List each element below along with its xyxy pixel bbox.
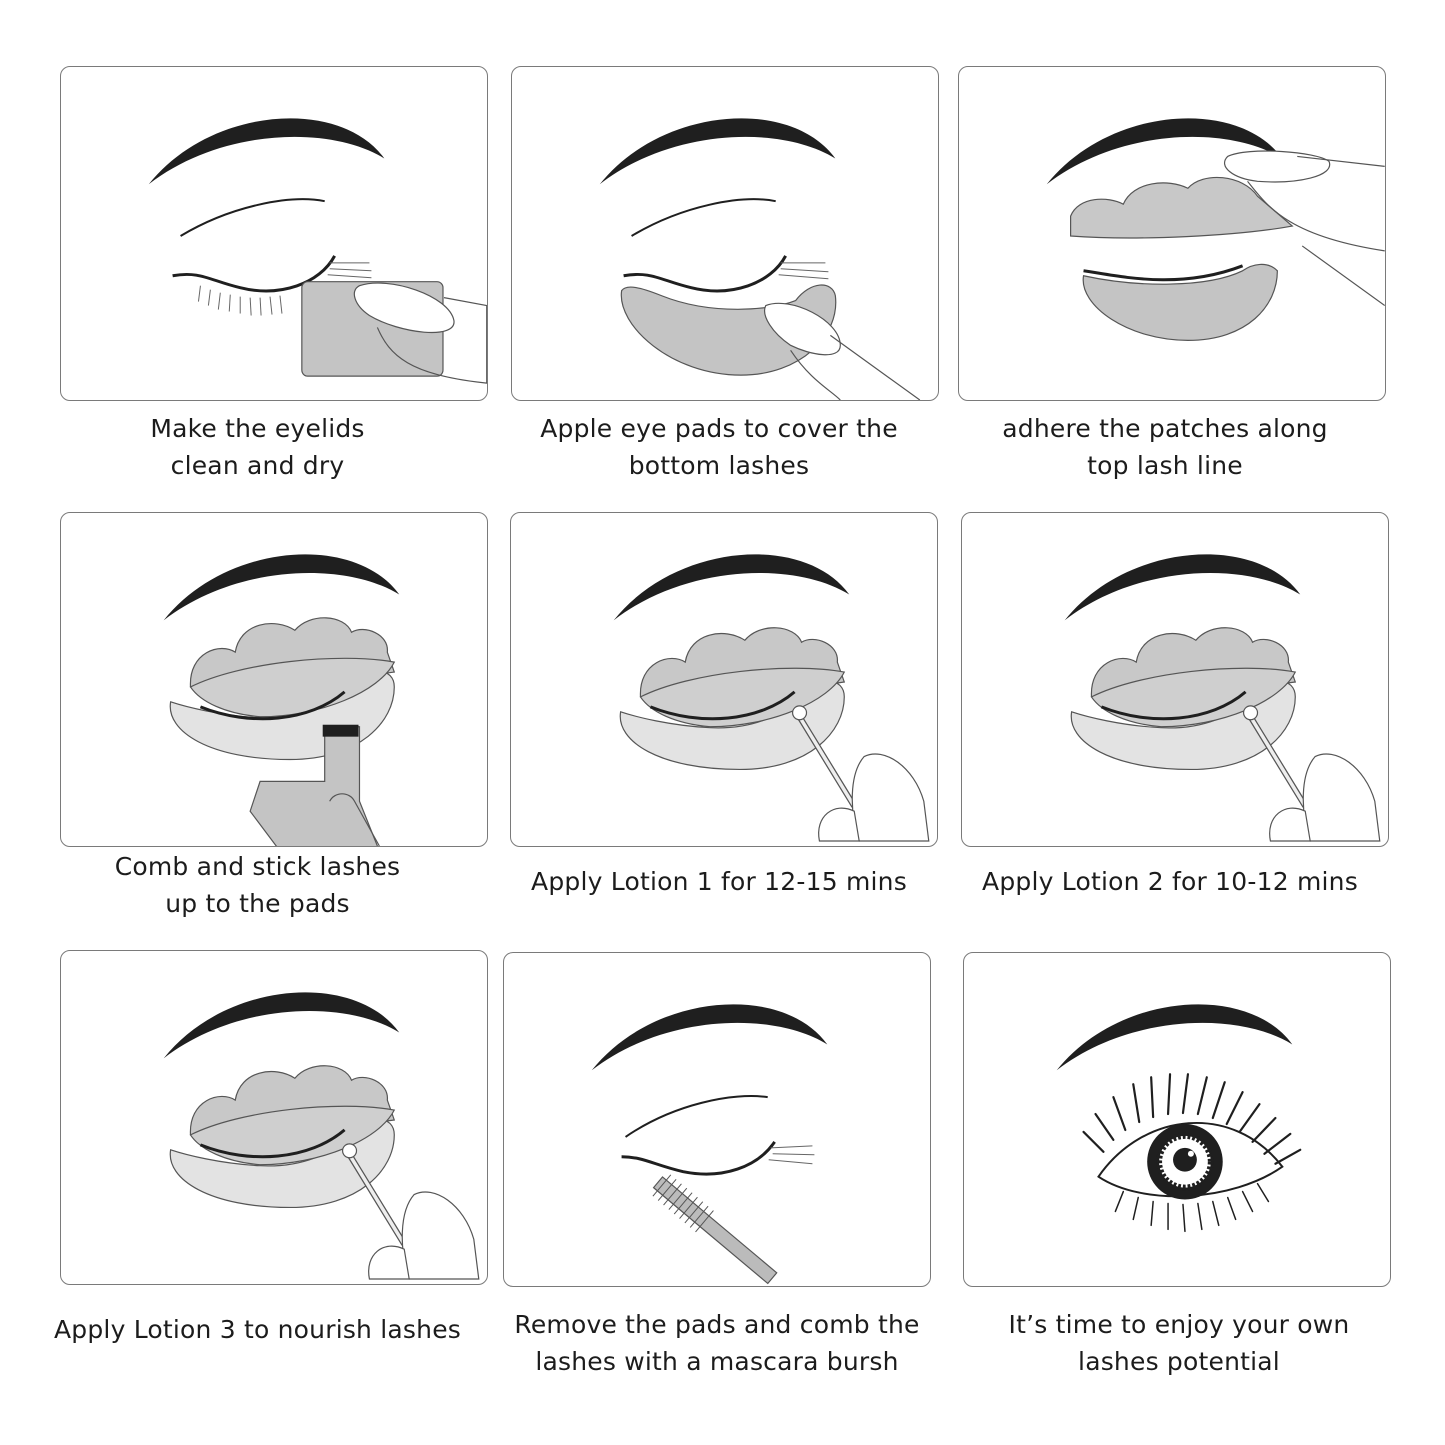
step-4-caption: Comb and stick lashes up to the pads [114, 852, 401, 918]
step-6-caption: Apply Lotion 2 for 10-12 mins [982, 867, 1358, 896]
mascara-brush-comb-icon [591, 1004, 828, 1285]
step-9-caption: It’s time to enjoy your own lashes poten… [1008, 1310, 1350, 1376]
step-5-panel [510, 512, 938, 847]
closed-eye-place-silicone-patch-icon [1046, 118, 1385, 341]
apply-lotion-swab-icon [1064, 554, 1388, 846]
step-1-panel [60, 66, 488, 401]
closed-eye-wipe-pad-icon [148, 118, 487, 384]
step-8-caption: Remove the pads and comb the lashes with… [514, 1310, 920, 1376]
open-eye-lifted-lashes-icon [1056, 1004, 1302, 1233]
step-7-caption: Apply Lotion 3 to nourish lashes [53, 1315, 461, 1344]
step-2-caption: Apple eye pads to cover the bottom lashe… [540, 414, 898, 480]
step-6-panel [961, 512, 1389, 847]
comb-lashes-onto-patch-icon [163, 554, 400, 846]
apply-lotion-swab-icon [163, 992, 487, 1284]
step-3-panel [958, 66, 1386, 401]
closed-eye-under-pad-icon [599, 118, 921, 400]
step-1-caption: Make the eyelids clean and dry [150, 414, 365, 480]
apply-lotion-swab-icon [613, 554, 937, 846]
step-8-panel [503, 952, 931, 1287]
step-3-caption: adhere the patches along top lash line [1002, 414, 1328, 480]
step-2-panel [511, 66, 939, 401]
step-9-panel [963, 952, 1391, 1287]
step-5-caption: Apply Lotion 1 for 12-15 mins [531, 867, 907, 896]
step-4-panel [60, 512, 488, 847]
step-7-panel [60, 950, 488, 1285]
